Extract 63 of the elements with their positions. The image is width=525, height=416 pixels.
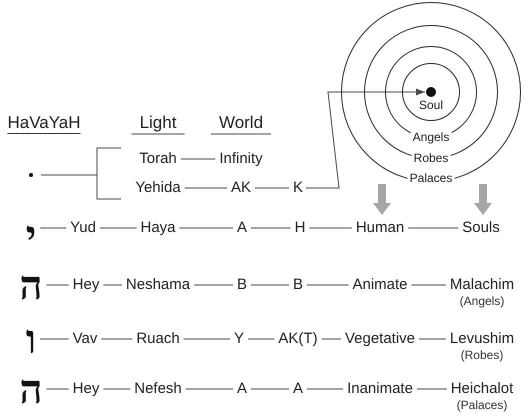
connector-line xyxy=(411,284,446,286)
term-label: Human xyxy=(356,219,404,237)
connector-line xyxy=(46,284,70,286)
arrow xyxy=(306,88,426,188)
connector-line xyxy=(102,284,122,286)
term-label: B xyxy=(293,276,303,294)
connector-line xyxy=(185,388,234,390)
term-label: A xyxy=(293,380,303,398)
term-label: Vav xyxy=(72,330,98,348)
connector-line xyxy=(102,388,131,390)
term-label: Hey xyxy=(72,380,100,398)
term-label: Hey xyxy=(72,276,100,294)
connector-line xyxy=(250,388,290,390)
connector-line xyxy=(321,338,342,340)
term-label: AK xyxy=(231,179,251,197)
hebrew-letter: ה xyxy=(20,266,42,306)
term-label: Vegetative xyxy=(344,330,416,348)
connector-line xyxy=(418,338,446,340)
term-label: Infinity xyxy=(219,150,263,168)
connector-line xyxy=(306,284,349,286)
arrow xyxy=(373,184,391,215)
connector-line xyxy=(416,388,448,390)
connector-line xyxy=(100,338,133,340)
column-header: HaVaYaH xyxy=(7,113,81,134)
translation-label: (Robes) xyxy=(460,348,504,362)
term-label: K xyxy=(293,179,303,197)
column-header: World xyxy=(210,113,272,135)
concentric-ring xyxy=(402,63,460,121)
translation-label: (Angels) xyxy=(460,294,504,308)
term-label: AK(T) xyxy=(278,330,318,348)
term-label: B xyxy=(237,276,247,294)
connector-line xyxy=(250,284,290,286)
hebrew-letter: ה xyxy=(20,370,42,410)
term-label: Levushim xyxy=(450,330,514,348)
term-label: Inanimate xyxy=(347,380,413,398)
arrow xyxy=(474,184,492,215)
term-label: Haya xyxy=(140,219,176,237)
term-label: Yud xyxy=(70,219,96,237)
connector-line xyxy=(183,338,230,340)
connector-line xyxy=(40,338,70,340)
term-label: A xyxy=(237,219,247,237)
term-label: A xyxy=(237,380,247,398)
connector-line xyxy=(194,284,234,286)
connector-line xyxy=(306,388,344,390)
term-label: Malachim xyxy=(450,276,514,294)
term-label: Neshama xyxy=(126,276,190,294)
term-label: Animate xyxy=(352,276,408,294)
connector-line xyxy=(180,158,216,160)
term-label: Nefesh xyxy=(134,380,182,398)
connector-line xyxy=(46,388,70,390)
term-label: Yehida xyxy=(135,179,181,197)
hebrew-letter: ו xyxy=(26,320,36,360)
translation-label: (Palaces) xyxy=(456,398,508,412)
term-label: H xyxy=(294,219,306,237)
column-header: Light xyxy=(132,113,184,135)
term-label: Heichalot xyxy=(450,380,514,398)
connector-line xyxy=(248,338,275,340)
term-label: Y xyxy=(234,330,244,348)
hebrew-letter: י xyxy=(26,216,36,256)
term-label: Ruach xyxy=(136,330,180,348)
term-label: Souls xyxy=(462,219,500,237)
term-label: Torah xyxy=(139,150,177,168)
ring-label: Angels xyxy=(410,129,452,145)
